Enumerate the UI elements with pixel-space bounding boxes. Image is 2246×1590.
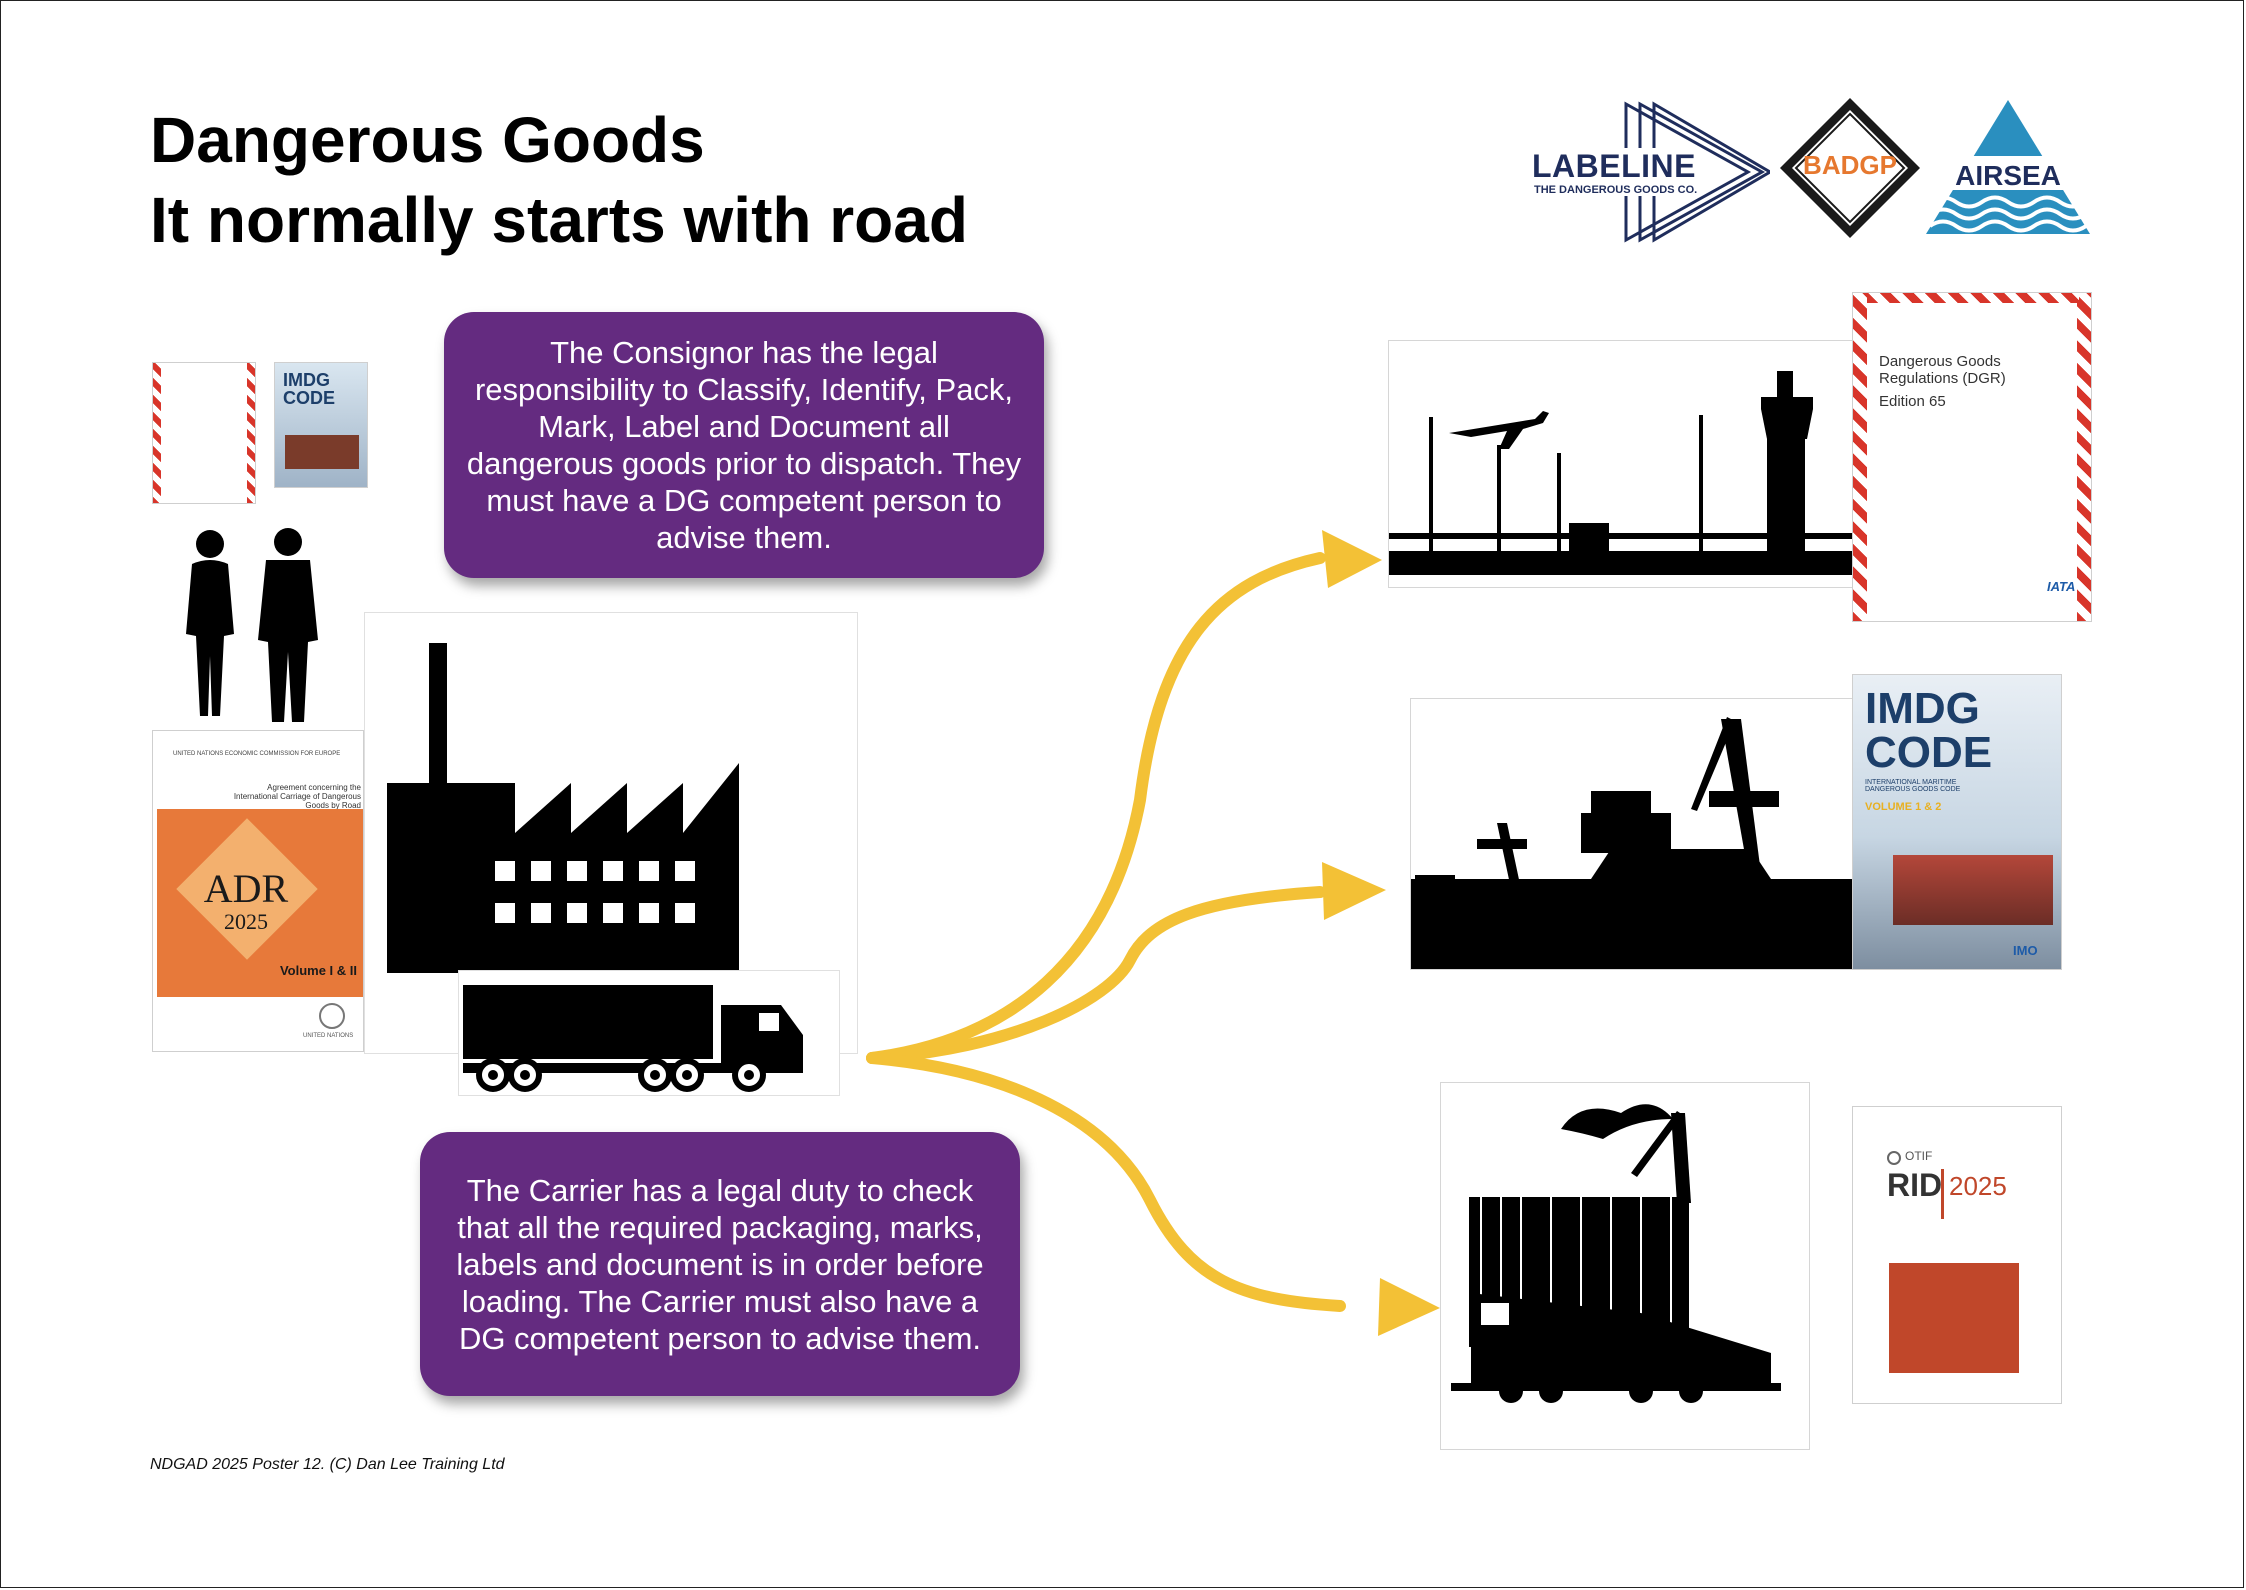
dgr-title: Dangerous Goods Regulations (DGR)	[1879, 353, 2006, 387]
arrow-to-air	[866, 552, 1326, 1064]
dgr-book: Dangerous Goods Regulations (DGR) Editio…	[1852, 292, 2092, 622]
imdg-title-1: IMDG	[1865, 684, 1980, 733]
rid-org: OTIF	[1905, 1149, 1933, 1163]
title-line-1: Dangerous Goods	[150, 104, 705, 176]
arrow-to-rail	[866, 1052, 1346, 1312]
port-image	[1410, 698, 1864, 970]
labeline-tagline: THE DANGEROUS GOODS CO.	[1534, 184, 1698, 196]
un-emblem-icon	[319, 1003, 345, 1029]
imdg-ship	[1893, 855, 2053, 925]
truck-image	[458, 970, 840, 1096]
adr-book-subtitle: Agreement concerning the International C…	[233, 783, 361, 810]
imdg-title-2: CODE	[1865, 728, 1993, 777]
adr-publisher: UNITED NATIONS	[303, 1033, 354, 1039]
imdg-subtitle: INTERNATIONAL MARITIME DANGEROUS GOODS C…	[1865, 779, 1961, 793]
dgr-edition: Edition 65	[1879, 393, 1946, 410]
rid-year: 2025	[1949, 1171, 2007, 1201]
imdg-book: IMDG CODE INTERNATIONAL MARITIME DANGERO…	[1852, 674, 2062, 970]
adr-volume: Volume I & II	[279, 963, 357, 978]
dgr-small-book	[152, 362, 256, 504]
labeline-name: LABELINE	[1532, 148, 1696, 185]
badgp-logo: BADGP	[1778, 96, 1922, 240]
train-image	[1440, 1082, 1810, 1450]
imdg-brand: IMO	[2013, 943, 2038, 958]
adr-title: ADR	[203, 866, 289, 911]
carrier-callout: The Carrier has a legal duty to check th…	[420, 1132, 1020, 1396]
airsea-name: AIRSEA	[1955, 160, 2061, 191]
arrow-to-sea	[866, 886, 1326, 1064]
consignor-callout: The Consignor has the legal responsibili…	[444, 312, 1044, 578]
badgp-name: BADGP	[1803, 150, 1897, 180]
footer-credit: NDGAD 2025 Poster 12. (C) Dan Lee Traini…	[150, 1456, 505, 1473]
arrow-to-air-head	[1322, 530, 1382, 588]
imdg-volume: VOLUME 1 & 2	[1865, 801, 1942, 813]
adr-book-org: UNITED NATIONS ECONOMIC COMMISSION FOR E…	[173, 751, 341, 757]
otif-logo-icon	[1887, 1151, 1901, 1165]
arrow-to-sea-head	[1322, 862, 1386, 920]
title-line-2: It normally starts with road	[150, 184, 968, 256]
rid-title: RID	[1887, 1167, 1943, 1203]
labeline-logo: LABELINE THE DANGEROUS GOODS CO.	[1530, 100, 1773, 245]
airport-image	[1388, 340, 1860, 588]
rid-book: OTIF RID 2025	[1852, 1106, 2062, 1404]
page-title: Dangerous Goods It normally starts with …	[150, 100, 968, 260]
people-silhouette-icon	[178, 526, 338, 726]
adr-orange-panel: ADR 2025 Volume I & II	[157, 809, 363, 997]
rid-red-panel	[1889, 1263, 2019, 1373]
adr-year: 2025	[224, 909, 268, 934]
arrow-to-rail-head	[1378, 1278, 1440, 1336]
dgr-brand: IATA	[2047, 579, 2076, 594]
airsea-logo: AIRSEA	[1924, 98, 2092, 234]
adr-book: UNITED NATIONS ECONOMIC COMMISSION FOR E…	[152, 730, 364, 1052]
